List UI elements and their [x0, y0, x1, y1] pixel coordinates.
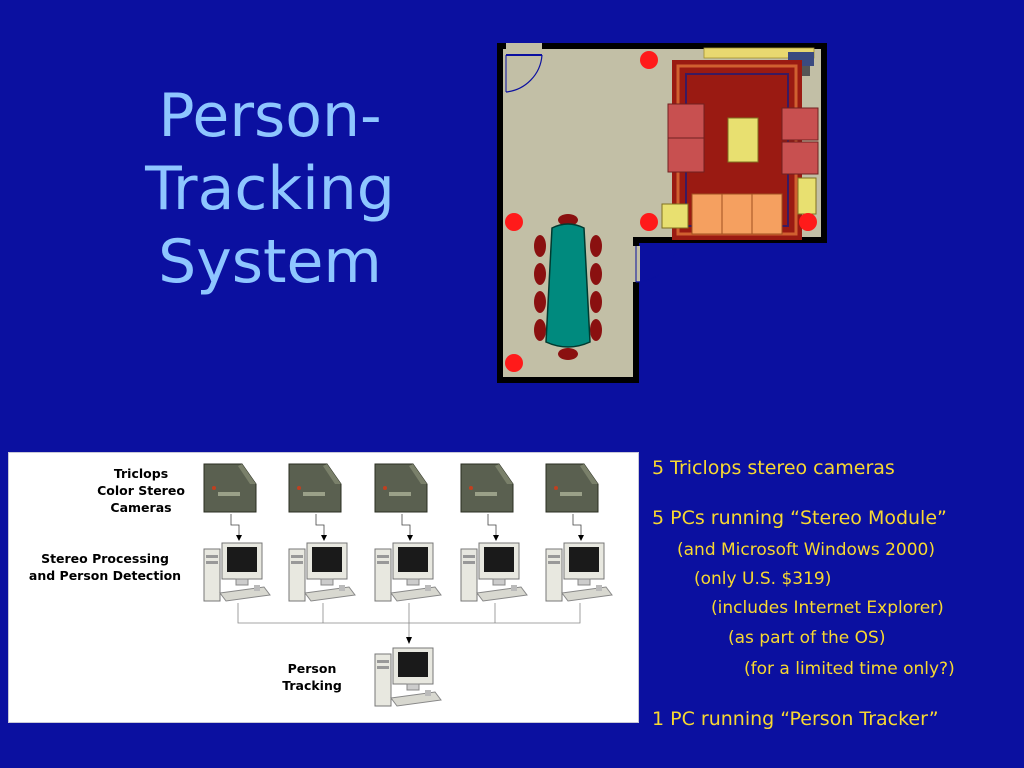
camera-arrowheads — [236, 535, 584, 541]
bullet-tracker: 1 PC running “Person Tracker” — [652, 708, 939, 730]
bullet-limited: (for a limited time only?) — [744, 659, 955, 679]
pc-links — [237, 603, 581, 637]
stereo-camera-5 — [545, 463, 599, 513]
tracker-arrowhead — [406, 637, 412, 644]
chair-right-2 — [781, 141, 819, 175]
floor-plan — [497, 43, 827, 383]
camera-links — [230, 514, 582, 535]
door-swing-inner — [635, 245, 677, 283]
bullet-windows: (and Microsoft Windows 2000) — [677, 540, 935, 560]
title-line-1: Person- — [158, 81, 382, 151]
room-walls — [497, 43, 827, 383]
door-swing-top — [505, 54, 543, 93]
chair-left-2 — [667, 137, 705, 173]
title-line-2: Tracking — [145, 154, 395, 224]
bullet-stereo-pcs: 5 PCs running “Stereo Module” — [652, 507, 947, 529]
system-diagram: Triclops Color Stereo Cameras Stereo Pro… — [8, 452, 639, 723]
camera-dot — [505, 354, 523, 372]
stereo-pc-1 — [203, 542, 271, 602]
stereo-pc-2 — [288, 542, 356, 602]
conference-table — [545, 223, 591, 348]
door-gap-top — [506, 43, 542, 50]
title-line-3: System — [158, 227, 382, 297]
processing-label: Stereo Processing and Person Detection — [28, 551, 182, 583]
tracking-label: Person Tracking — [282, 661, 342, 693]
side-table-left — [661, 203, 689, 229]
stereo-camera-4 — [460, 463, 514, 513]
tracker-pc — [374, 647, 442, 707]
stereo-pc-4 — [460, 542, 528, 602]
bullet-os: (as part of the OS) — [728, 628, 886, 648]
slide-title: Person- Tracking System — [100, 80, 440, 299]
bullet-explorer: (includes Internet Explorer) — [711, 598, 944, 618]
stereo-camera-1 — [203, 463, 257, 513]
camera-label: Triclops Color Stereo Cameras — [97, 466, 185, 515]
chair-left-1 — [667, 103, 705, 139]
coffee-table — [727, 117, 759, 163]
camera-dot — [640, 213, 658, 231]
stereo-camera-3 — [374, 463, 428, 513]
stereo-pc-3 — [374, 542, 442, 602]
camera-dot — [505, 213, 523, 231]
chair-right-1 — [781, 107, 819, 141]
camera-dot — [799, 213, 817, 231]
sofa — [691, 193, 783, 235]
bullet-price: (only U.S. $319) — [694, 569, 832, 589]
conference-chairs — [534, 214, 602, 360]
side-table-right — [797, 177, 817, 215]
diagram-graphics — [203, 463, 613, 707]
camera-dots — [505, 51, 817, 372]
stereo-pc-5 — [545, 542, 613, 602]
bullet-cameras: 5 Triclops stereo cameras — [652, 457, 895, 479]
stereo-camera-2 — [288, 463, 342, 513]
camera-dot — [640, 51, 658, 69]
